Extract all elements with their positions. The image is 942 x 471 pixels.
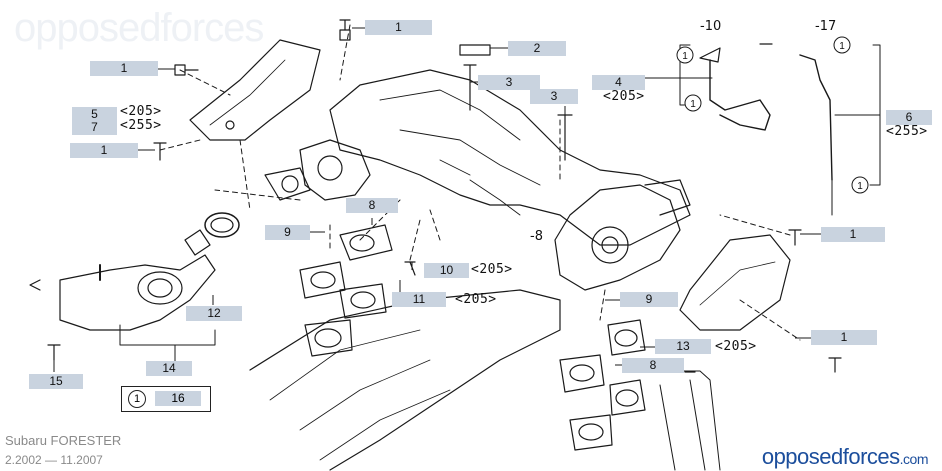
callout-5[interactable]: 5: [72, 107, 117, 122]
right-cover-bracket: [679, 234, 791, 331]
ref-minus-17: -17: [815, 19, 837, 34]
vacuum-hose-4: [709, 59, 771, 131]
right-throttle-body: [554, 184, 681, 291]
code-205-callout-11: <205>: [455, 292, 497, 307]
legend: 1 16: [121, 386, 211, 412]
callout-2[interactable]: 2: [508, 41, 566, 56]
intake-gaskets-right: [559, 319, 646, 451]
callout-9-right[interactable]: 9: [620, 292, 678, 307]
brand-main: opposedforces: [761, 444, 900, 469]
air-intake-duct: [59, 254, 216, 331]
callout-13[interactable]: 13: [655, 339, 711, 354]
callout-14[interactable]: 14: [146, 361, 192, 376]
intake-manifold: [329, 69, 691, 246]
callout-12[interactable]: 12: [186, 306, 242, 321]
callout-4[interactable]: 4: [592, 75, 645, 90]
legend-symbol: 1: [128, 390, 146, 408]
bolts: [47, 19, 842, 373]
code-205-callout-4: <205>: [603, 89, 645, 104]
circle-symbol-c: 1: [839, 41, 845, 52]
circle-symbol-d: 1: [857, 181, 863, 192]
model-name: Subaru FORESTER: [5, 433, 122, 448]
callout-1-left-lower[interactable]: 1: [70, 143, 138, 158]
callout-9-left[interactable]: 9: [265, 225, 310, 240]
callout-1-top[interactable]: 1: [365, 20, 432, 35]
callout-8-left[interactable]: 8: [346, 198, 398, 213]
ref-minus-10: -10: [700, 19, 722, 34]
left-cover-bracket: [189, 39, 321, 141]
callout-3-lower[interactable]: 3: [530, 89, 578, 104]
code-255-callout-6: <255>: [886, 124, 928, 139]
code-205-callout-5: <205>: [120, 104, 162, 119]
engine-block-outline: [249, 289, 561, 471]
callout-7[interactable]: 7: [72, 120, 117, 135]
circle-symbol-b: 1: [690, 99, 696, 110]
callout-1-right-lower[interactable]: 1: [811, 330, 877, 345]
ref-minus-8: -8: [530, 229, 543, 244]
callout-6[interactable]: 6: [886, 110, 932, 125]
callout-15[interactable]: 15: [29, 374, 83, 389]
circle-symbol-a: 1: [682, 51, 688, 62]
left-plenum: [299, 139, 371, 201]
watermark: opposedforces: [14, 6, 264, 50]
intake-gaskets-left: [299, 224, 393, 357]
callout-11[interactable]: 11: [392, 292, 446, 307]
code-205-callout-13: <205>: [715, 339, 757, 354]
callout-1-left-upper[interactable]: 1: [90, 61, 158, 76]
code-205-callout-10: <205>: [471, 262, 513, 277]
code-255-callout-7: <255>: [120, 118, 162, 133]
callout-8-right[interactable]: 8: [622, 358, 684, 373]
brand-tld: .com: [899, 451, 929, 467]
hose-clamp: [204, 212, 240, 238]
brand-logo[interactable]: opposedforces.com: [761, 444, 929, 470]
callout-1-right-upper[interactable]: 1: [821, 227, 885, 242]
vacuum-hose-6: [799, 54, 833, 181]
legend-callout-16[interactable]: 16: [155, 391, 201, 406]
model-years: 2.2002 — 11.2007: [5, 453, 103, 467]
callout-10[interactable]: 10: [424, 263, 469, 278]
callout-3-upper[interactable]: 3: [478, 75, 540, 90]
